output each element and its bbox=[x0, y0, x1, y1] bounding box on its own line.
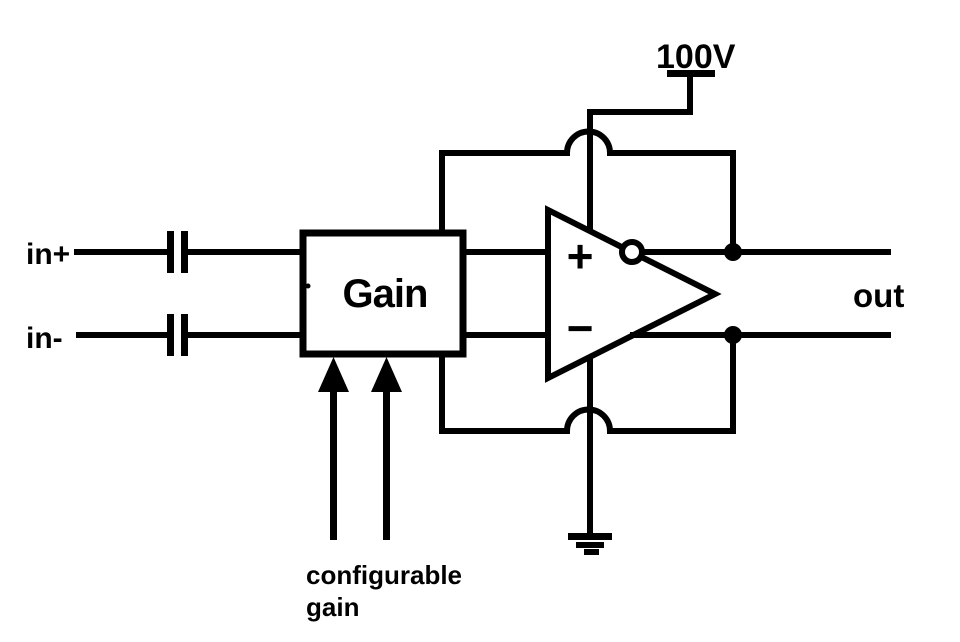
dot-artifact bbox=[305, 283, 311, 289]
annotation-gain: gain bbox=[306, 592, 359, 622]
bottom-feedback-wire bbox=[439, 335, 736, 434]
arrow-head-icon-left bbox=[318, 357, 349, 392]
top-feedback-wire bbox=[439, 128, 736, 252]
supply-voltage-label: 100V bbox=[656, 38, 736, 76]
junction-dot-bottom bbox=[724, 326, 742, 344]
input-negative-label: in- bbox=[26, 322, 63, 355]
configurable-gain-arrows bbox=[318, 357, 402, 540]
coupling-capacitor-positive bbox=[167, 231, 188, 273]
opamp-minus-label: − bbox=[567, 302, 594, 354]
opamp-plus-label: + bbox=[567, 230, 594, 282]
ground-symbol bbox=[568, 533, 612, 555]
output-label: out bbox=[853, 277, 904, 314]
arrow-head-icon-right bbox=[371, 357, 402, 392]
coupling-capacitor-negative bbox=[167, 314, 188, 356]
annotation-configurable: configurable bbox=[306, 560, 462, 590]
input-positive-label: in+ bbox=[26, 238, 70, 271]
gain-block-box bbox=[299, 229, 467, 358]
junction-dot-top bbox=[724, 243, 742, 261]
inversion-bubble-icon bbox=[619, 239, 645, 265]
gain-block-label: Gain bbox=[343, 272, 428, 316]
